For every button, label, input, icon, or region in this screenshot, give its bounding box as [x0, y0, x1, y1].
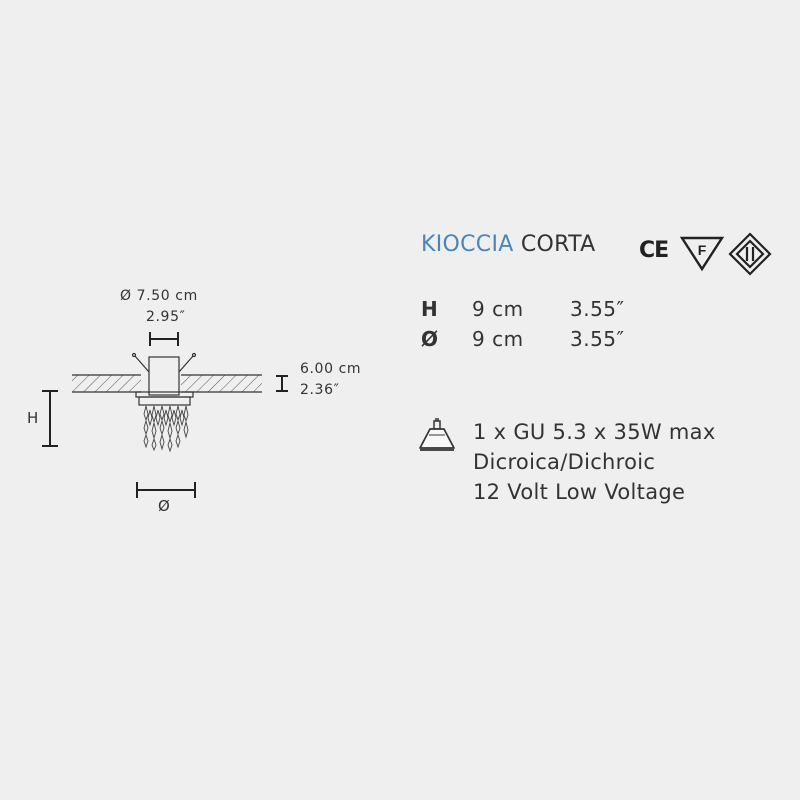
depth-inch-label: 2.36″	[300, 382, 340, 398]
f-mark-icon: F	[679, 236, 725, 272]
product-title: KIOCCIA CORTA	[421, 232, 596, 257]
product-name-part2: CORTA	[520, 232, 596, 257]
hole-diameter-cm-label: Ø 7.50 cm	[120, 288, 198, 304]
product-name-part1: KIOCCIA	[421, 232, 514, 257]
fixture-body	[131, 352, 197, 406]
diameter-dimension	[136, 482, 196, 498]
lamp-spec-line-3: 12 Volt Low Voltage	[473, 480, 686, 504]
f-mark-letter: F	[698, 242, 707, 258]
spec-key-height: H	[421, 297, 438, 321]
ce-mark-icon: CE	[639, 238, 669, 263]
spec-key-diameter: Ø	[421, 327, 439, 351]
crystal-drops	[143, 405, 189, 453]
depth-dimension	[276, 375, 288, 392]
lamp-spec-line-2: Dicroica/Dichroic	[473, 450, 656, 474]
height-dimension	[42, 390, 58, 447]
spec-height-cm: 9 cm	[472, 297, 524, 321]
ceiling-slab	[72, 374, 262, 393]
lamp-spec-line-1: 1 x GU 5.3 x 35W max	[473, 420, 716, 444]
spec-height-inch: 3.55″	[570, 297, 625, 321]
depth-cm-label: 6.00 cm	[300, 361, 362, 377]
hole-diameter-dimension	[149, 332, 179, 346]
height-dimension-label: H	[27, 409, 39, 427]
hole-diameter-inch-label: 2.95″	[146, 309, 186, 325]
diameter-dimension-label: Ø	[158, 497, 171, 515]
spec-diameter-inch: 3.55″	[570, 327, 625, 351]
dichroic-bulb-icon	[419, 418, 455, 451]
spec-diameter-cm: 9 cm	[472, 327, 524, 351]
double-insulation-class-ii-icon	[728, 232, 772, 276]
